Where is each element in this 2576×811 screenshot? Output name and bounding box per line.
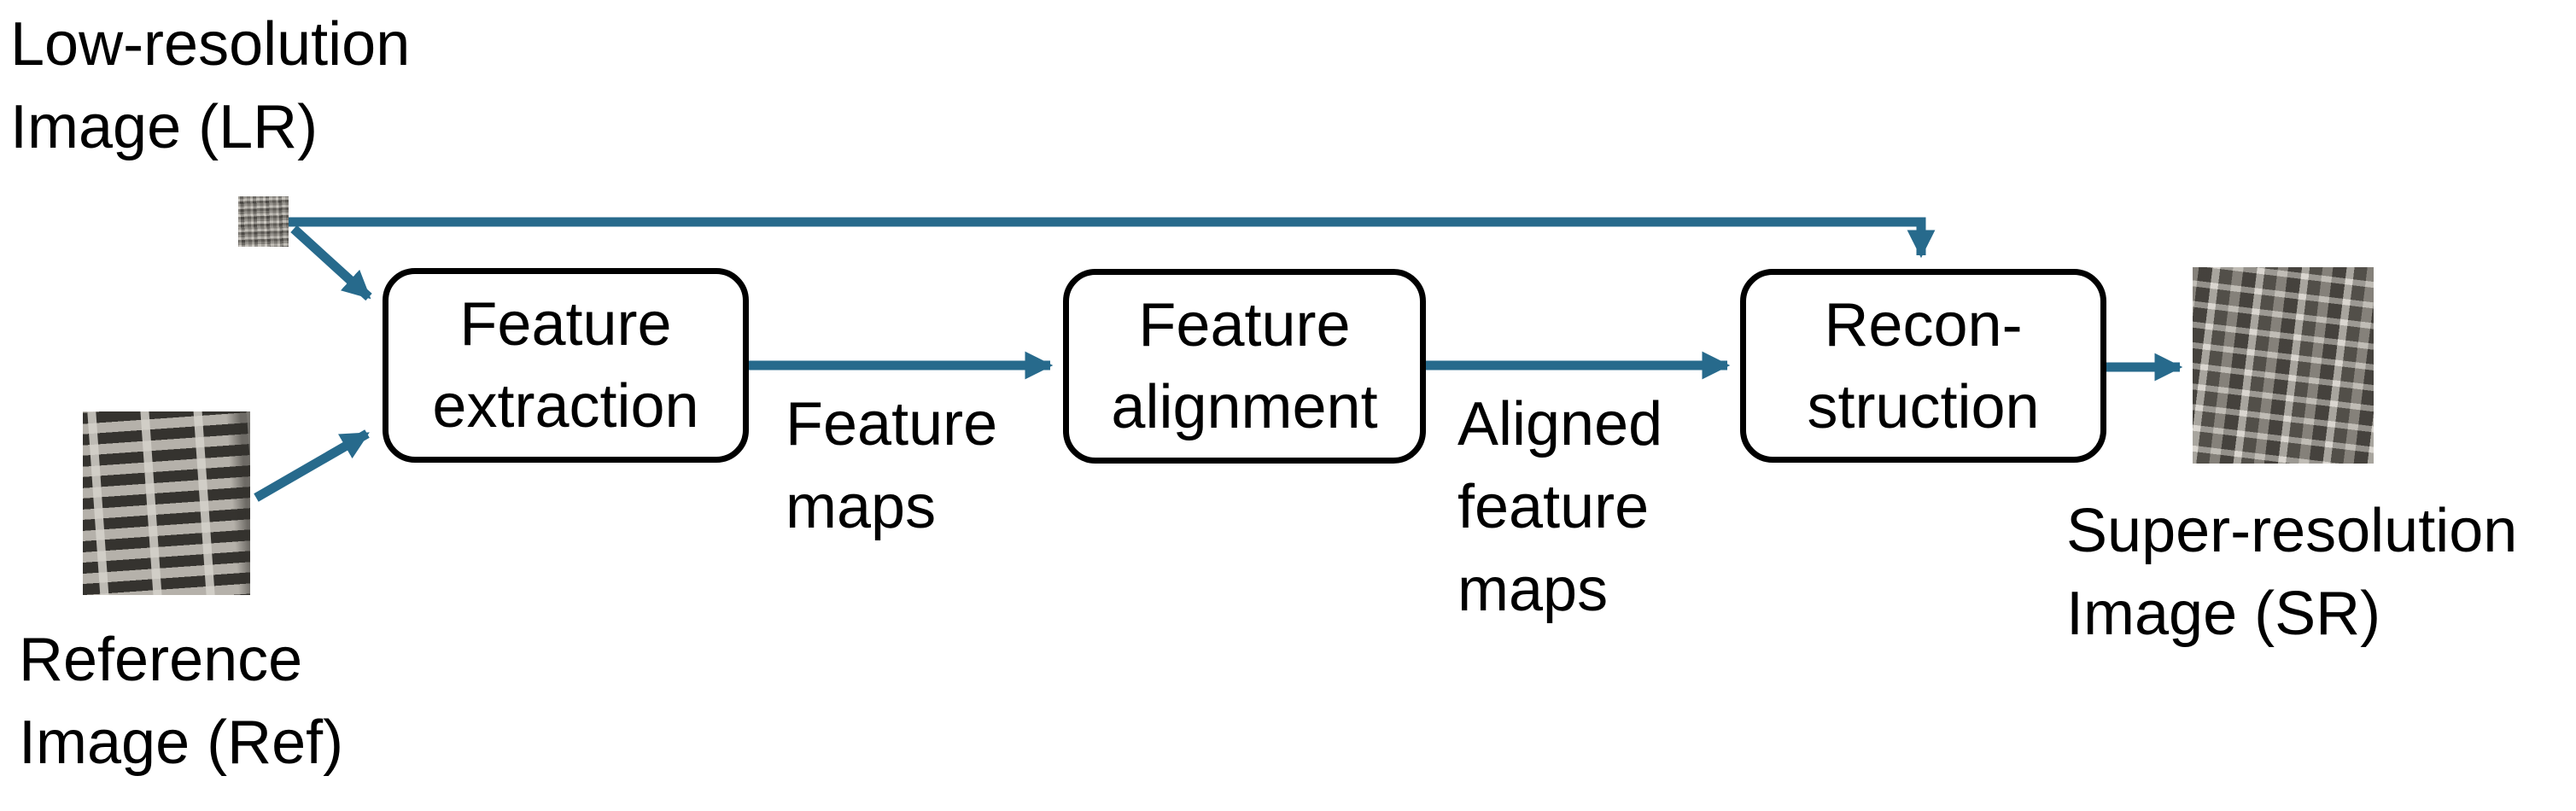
arrow-lr-to-feature-extraction <box>290 225 372 301</box>
arrow-lr-bypass-to-reconstruction <box>289 217 1936 259</box>
low-resolution-image-label: Low-resolution Image (LR) <box>10 3 410 169</box>
super-resolution-image-label: Super-resolution Image (SR) <box>2066 490 2517 656</box>
super-resolution-image-label-line1: Super-resolution <box>2066 497 2518 565</box>
aligned-feature-maps-edge-label-line1: Aligned <box>1457 390 1663 458</box>
super-resolution-thumbnail <box>2193 267 2374 464</box>
reference-image-label-line1: Reference <box>19 626 303 694</box>
feature-alignment-box-line1: Feature <box>1138 291 1351 359</box>
aligned-feature-maps-edge-label-line2: feature <box>1457 473 1650 541</box>
feature-maps-edge-label-line2: maps <box>786 473 937 541</box>
reconstruction-box-line2: struction <box>1807 372 2040 441</box>
feature-extraction-box-line2: extraction <box>432 372 699 441</box>
feature-extraction-box: Feature extraction <box>383 268 749 463</box>
reference-image-label-line2: Image (Ref) <box>19 709 344 777</box>
low-resolution-image-label-line2: Image (LR) <box>10 93 318 161</box>
feature-extraction-box-line1: Feature <box>459 290 672 359</box>
reference-thumbnail <box>83 411 250 595</box>
low-resolution-image-label-line1: Low-resolution <box>10 10 411 79</box>
reference-thumbnail-texture <box>83 411 250 595</box>
reconstruction-box-line1: Recon- <box>1824 290 2023 359</box>
lr-input-thumbnail <box>238 196 289 247</box>
feature-alignment-box-line2: alignment <box>1111 373 1378 441</box>
super-resolution-image-label-line2: Image (SR) <box>2066 580 2381 648</box>
super-resolution-thumbnail-texture <box>2193 267 2374 464</box>
feature-maps-edge-label-line1: Feature <box>786 390 998 458</box>
feature-alignment-box: Feature alignment <box>1063 269 1426 464</box>
aligned-feature-maps-edge-label: Aligned feature maps <box>1457 383 1662 632</box>
feature-maps-edge-label: Feature maps <box>786 383 997 549</box>
reconstruction-box: Recon- struction <box>1740 269 2106 463</box>
aligned-feature-maps-edge-label-line3: maps <box>1457 556 1609 624</box>
lr-input-thumbnail-texture <box>238 196 289 247</box>
reference-image-label: Reference Image (Ref) <box>19 619 343 785</box>
arrow-ref-to-feature-extraction <box>254 429 370 502</box>
